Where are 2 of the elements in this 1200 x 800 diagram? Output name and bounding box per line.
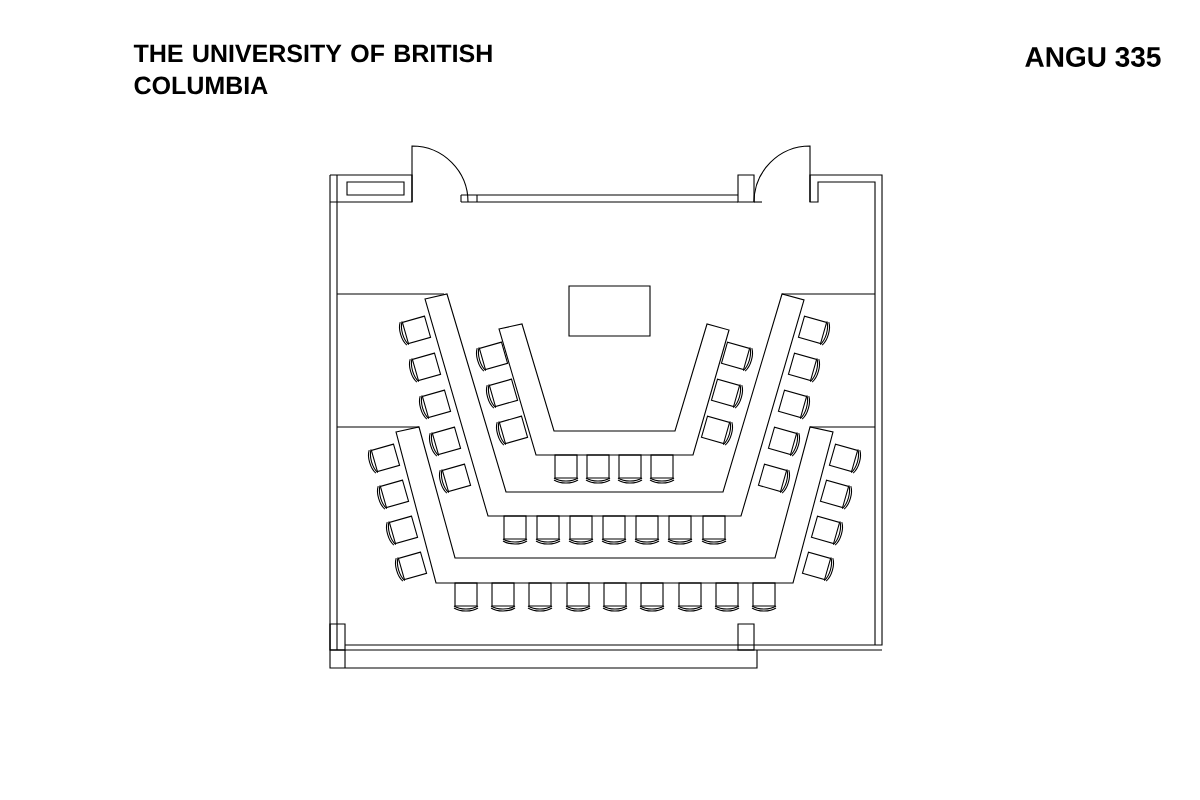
university-name: THE UNIVERSITY OF BRITISH COLUMBIA bbox=[133, 44, 492, 95]
room-title: ANGU 335 bbox=[1025, 47, 1161, 67]
